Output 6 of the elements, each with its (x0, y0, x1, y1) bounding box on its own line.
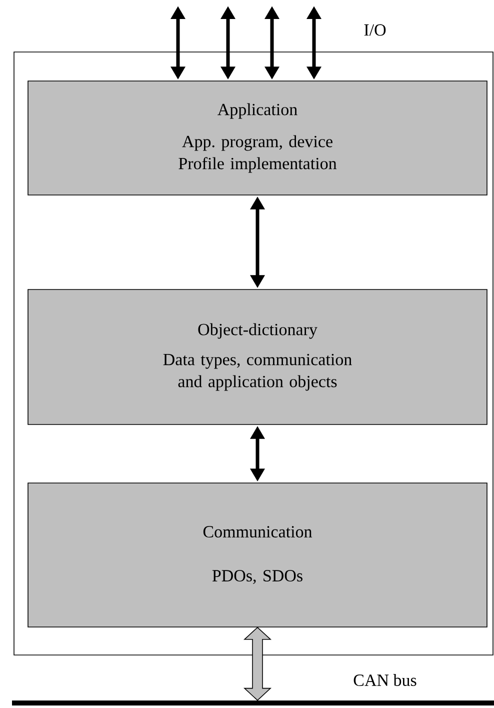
layer-box: Application App. program, device Profile implementation (28, 80, 488, 196)
device-frame (14, 52, 494, 656)
layer-box: Object-dictionary Data types, communication and application objects (28, 289, 488, 425)
layer-box: Communication PDOs, SDOs (28, 482, 488, 628)
io-label: I/O (364, 24, 386, 36)
bus-label: CAN bus (354, 674, 416, 686)
